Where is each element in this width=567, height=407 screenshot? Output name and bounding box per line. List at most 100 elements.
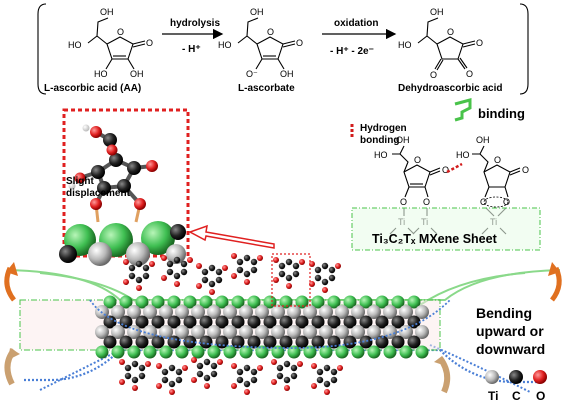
c-atom [135,260,143,268]
ti-atom [399,305,413,319]
c-atom [128,264,136,272]
left-bracket [37,3,47,95]
c-atom [375,315,389,329]
ti-green-atom [167,295,181,309]
o-atom [231,253,237,259]
ti-green-atom [263,295,277,309]
ti-atom [351,305,365,319]
label-hbond-line1: Hydrogen [360,123,407,134]
ti-green-atom [207,345,221,359]
c-atom [328,274,336,282]
arrow-hydrolysis: hydrolysis - H⁺ [162,18,224,55]
o-atom [244,279,250,285]
c-atom [263,335,277,349]
c-atom [119,335,133,349]
c-atom [279,335,293,349]
o-atom [161,275,167,281]
c-atom [328,266,336,274]
ti-atom [415,325,429,339]
ti-atom [255,325,269,339]
o-atom [231,363,237,369]
c-atom [138,372,146,380]
ti-atom [271,325,285,339]
zoom-inset: Slight displacement [59,108,190,266]
atom-o-bound-2: O [423,197,430,207]
ti-atom [351,325,365,339]
ti-green-atom [111,345,125,359]
ti-atom [191,325,205,339]
label-minus-h-2e: - H⁺ - 2e⁻ [330,46,374,57]
ti-atom [383,305,397,319]
atom-o-carbonyl: O [476,38,483,48]
c-atom [203,358,211,366]
atom-ho: HO [456,150,470,160]
hbond-legend: Hydrogen bonding [350,123,407,146]
label-hydrolysis: hydrolysis [170,18,220,29]
c-atom [250,376,258,384]
c-atom [243,270,251,278]
c-atom [243,364,251,372]
c-atom [175,368,183,376]
c-atom [173,272,181,280]
label-bending-line1: Bending [476,305,532,321]
c-atom [314,274,322,282]
ti-green-atom [231,295,245,309]
o-atom [273,257,279,263]
o-atom [119,379,125,385]
c-atom [168,380,176,388]
bend-arrows [4,262,562,394]
o-atom [209,289,215,295]
c-atom [175,376,183,384]
ti-green-atom [103,295,117,309]
c-atom [135,276,143,284]
c-atom [278,270,286,278]
label-mxene-sheet: Ti₃C₂Tₓ MXene Sheet [372,232,498,246]
ti-green-atom [175,345,189,359]
o-atom [156,363,162,369]
legend-sphere-o [533,370,547,384]
c-atom [215,315,229,329]
c-atom [196,370,204,378]
o-atom [149,261,155,267]
o-atom [187,257,193,263]
ti-atom [367,325,381,339]
ti-atom [127,305,141,319]
ti-atom [415,305,429,319]
bending-label: Bending upward or downward [476,305,545,357]
c-atom [407,335,421,349]
atom-o-ring: O [494,155,501,165]
atom-ho: HO [68,40,82,50]
c-atom [359,315,373,329]
o-atom [271,379,277,385]
ti-atom [271,305,285,319]
ti-green-atom [255,345,269,359]
ti-atom [111,305,125,319]
c-atom [236,258,244,266]
c-atom [279,315,293,329]
ti-green-atom [351,345,365,359]
c-atom [359,335,373,349]
ti-atom [143,325,157,339]
c-atom [316,376,324,384]
ti-atom [335,325,349,339]
atom-oh: OH [100,7,114,17]
c-atom [236,266,244,274]
c-atom [210,370,218,378]
o-atom [311,363,317,369]
ti-atom [207,305,221,319]
o-atom [337,365,343,371]
ti-green-atom [271,345,285,359]
atom-oh-2: OH [280,69,294,79]
c-atom [215,268,223,276]
c-atom [103,315,117,329]
o-atom [271,359,277,365]
ti-green-atom [215,295,229,309]
c-atom [151,335,165,349]
label-bending-line3: downward [476,341,545,357]
ti-atom [95,325,109,339]
o-atom [257,365,263,371]
o-atom [196,263,202,269]
c-atom [243,254,251,262]
c-atom [142,264,150,272]
c-atom [231,315,245,329]
